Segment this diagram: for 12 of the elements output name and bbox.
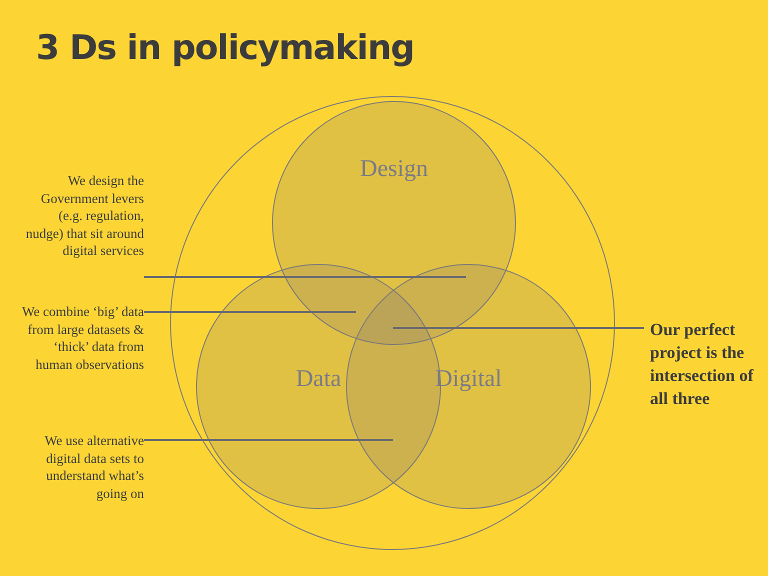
leader-line [144,311,356,313]
annotation-text: We design the Government levers (e.g. regulation, nudge) that sit around digital services [22,172,144,282]
outer-circle [170,96,615,550]
annotation-text: We use alternative digital data sets to understand what’s going on [22,432,144,508]
title: 3 Ds in policymaking [36,28,414,68]
leader-line [393,327,644,329]
annotation-text: Our perfect project is the intersection of all three [650,318,762,413]
annotation-text: We combine ‘big’ data from large datasets & ‘thick’ data from human observations [22,303,144,395]
leader-line [144,276,466,278]
leader-line [144,439,393,441]
circle-label: Design [359,156,429,183]
circle-label: Data [294,366,342,393]
